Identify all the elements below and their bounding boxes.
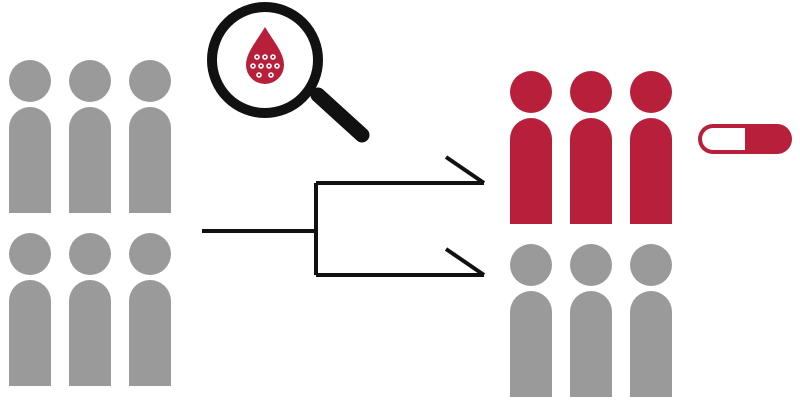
person-body (69, 107, 111, 213)
person-head (570, 244, 612, 286)
person-icon (9, 60, 51, 213)
branch-upper-arrowhead (444, 155, 486, 185)
person-body (9, 280, 51, 386)
treated-population (510, 71, 672, 224)
person-head (510, 244, 552, 286)
person-body (630, 118, 672, 224)
person-body (9, 107, 51, 213)
magnifier-handle (310, 87, 370, 143)
person-head (129, 233, 171, 275)
person-body (510, 291, 552, 397)
input-population (9, 60, 171, 386)
untreated-population (510, 244, 672, 397)
person-icon (69, 60, 111, 213)
person-head (129, 60, 171, 102)
person-head (570, 71, 612, 113)
person-head (630, 71, 672, 113)
person-body (129, 280, 171, 386)
person-body (129, 107, 171, 213)
person-icon (129, 60, 171, 213)
person-body (630, 291, 672, 397)
person-head (630, 244, 672, 286)
person-icon (510, 244, 552, 397)
blood-cells (250, 54, 280, 78)
person-icon (630, 244, 672, 397)
capsule-half (702, 128, 745, 150)
person-head (69, 233, 111, 275)
person-body (69, 280, 111, 386)
person-body (570, 118, 612, 224)
person-head (9, 233, 51, 275)
magnifier-blood-drop-icon (207, 2, 370, 143)
person-icon (630, 71, 672, 224)
person-icon (570, 244, 612, 397)
person-icon (69, 233, 111, 386)
person-icon (510, 71, 552, 224)
person-head (510, 71, 552, 113)
person-head (69, 60, 111, 102)
person-body (570, 291, 612, 397)
person-icon (9, 233, 51, 386)
person-head (9, 60, 51, 102)
capsule-pill-icon (698, 124, 792, 154)
branch-arrow-icon (202, 155, 486, 277)
person-body (510, 118, 552, 224)
person-icon (129, 233, 171, 386)
branch-lower-arrowhead (444, 247, 486, 277)
person-icon (570, 71, 612, 224)
